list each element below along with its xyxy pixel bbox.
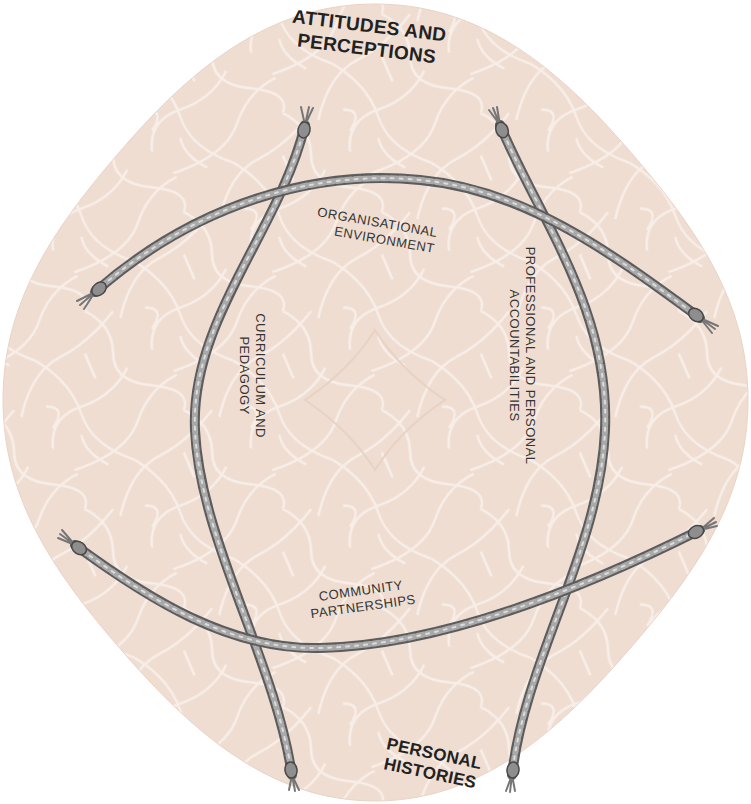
rope-bottom — [75, 530, 700, 648]
rope-left — [195, 125, 305, 775]
rope-label: CURRICULUM AND PEDAGOGY — [236, 313, 267, 438]
rope-top — [95, 178, 700, 318]
rope-label: PROFESSIONAL AND PERSONAL ACCOUNTABILITI… — [506, 235, 537, 475]
rope-knots — [69, 120, 706, 778]
rope-frays — [58, 107, 718, 792]
